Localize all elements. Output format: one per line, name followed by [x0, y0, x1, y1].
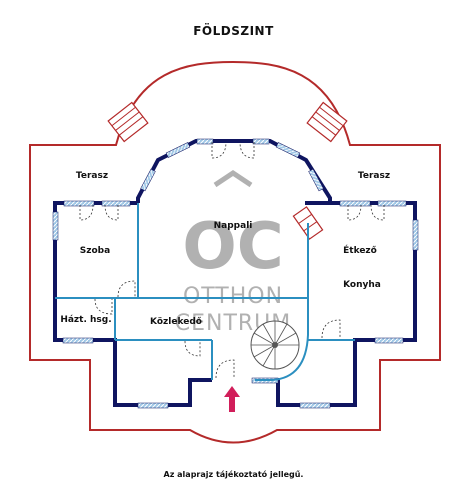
room-label-hazt-hsg: Házt. hsg. — [60, 315, 111, 325]
door-szoba-2 — [104, 204, 119, 221]
watermark: OC OTTHON CENTRUM — [175, 169, 290, 336]
room-label-etkezo: Étkező — [343, 244, 377, 256]
disclaimer-footnote: Az alaprajz tájékoztató jellegű. — [163, 470, 304, 479]
window-etkezo-1 — [339, 200, 371, 207]
doors — [79, 141, 385, 379]
spiral-staircase-icon — [250, 320, 300, 370]
room-label-konyha: Konyha — [343, 280, 381, 290]
watermark-line1: OTTHON — [183, 284, 283, 309]
door-etkezo-2 — [370, 204, 385, 221]
door-konyha — [321, 319, 341, 339]
outdoor-stair-left — [107, 101, 149, 143]
window-hazt — [62, 337, 94, 344]
door-hazt — [94, 298, 113, 315]
window-nappali-1 — [196, 138, 214, 145]
interior-partitions — [55, 203, 355, 381]
window-south-left — [137, 402, 169, 409]
room-label-terasz-right: Terasz — [358, 171, 390, 181]
door-kozlekedo — [184, 340, 201, 357]
room-label-terasz-left: Terasz — [76, 171, 108, 181]
door-nappali-1 — [211, 141, 227, 159]
window-diag-left — [140, 168, 156, 192]
room-label-nappali: Nappali — [214, 221, 253, 231]
room-label-szoba: Szoba — [80, 246, 110, 256]
terrace-boundary — [29, 60, 441, 444]
window-etkezo-2 — [377, 200, 407, 207]
door-nappali-2 — [239, 141, 255, 159]
window-nappali-2 — [252, 138, 270, 145]
page-title: FÖLDSZINT — [193, 24, 274, 38]
watermark-monogram: OC — [182, 210, 283, 284]
window-konyha — [374, 337, 404, 344]
window-diag-right — [308, 168, 324, 192]
window-south-right — [299, 402, 331, 409]
window-diag-top-left — [165, 142, 191, 158]
outdoor-stair-right — [306, 101, 348, 143]
room-label-kozlekedo: Közlekedő — [150, 317, 202, 327]
window-szoba-west — [52, 211, 59, 241]
window-szoba-2 — [101, 200, 131, 207]
window-szoba-1 — [63, 200, 95, 207]
door-entrance — [215, 359, 235, 379]
door-szoba-inner — [117, 280, 136, 298]
entrance-arrow-icon — [224, 386, 240, 412]
window-etkezo-east — [412, 219, 419, 251]
watermark-roof-icon — [213, 169, 253, 188]
door-etkezo-1 — [347, 204, 362, 221]
door-szoba-1 — [79, 204, 94, 221]
window-diag-top-right — [275, 142, 301, 158]
